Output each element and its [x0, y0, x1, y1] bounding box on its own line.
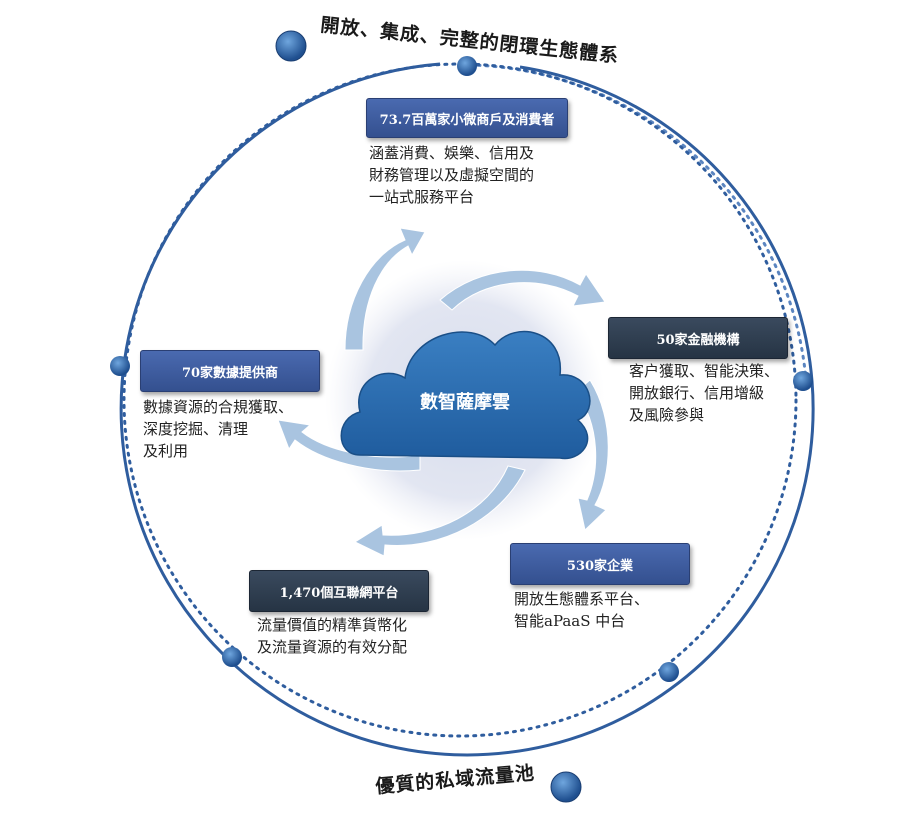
arrow-to-financial: [439, 269, 606, 311]
arrow-to-consumers: [344, 227, 426, 351]
enterprises-node-label: 530家企業: [510, 543, 690, 585]
enterprises-node-desc: 開放生態體系平台、 智能aPaaS 中台: [514, 590, 650, 630]
internet-platforms-node-label: 1,470個互聯網平台: [249, 570, 429, 612]
cloud-shape: [340, 330, 591, 460]
internet-platforms-node-desc: 流量價值的精準貨幣化 及流量資源的有效分配: [257, 616, 408, 656]
title-dot-bottom: [550, 771, 582, 803]
financial-node-desc: 客户獲取、智能決策、 開放銀行、信用增級 及風險參與: [629, 362, 780, 424]
financial-node-label: 50家金融機構: [608, 317, 788, 359]
arrow-to-data: [277, 419, 421, 472]
data-provider-node-desc: 數據資源的合規獲取、 深度挖掘、清理 及利用: [143, 398, 294, 460]
swirl-arrows: [277, 227, 609, 557]
arrow-to-internet: [353, 465, 526, 557]
title-dot-top: [275, 30, 307, 62]
ring-dot-bottom-left: [222, 647, 242, 667]
ring-dot-top: [457, 56, 477, 76]
ring-dot-left: [110, 356, 130, 376]
ring-dot-bottom-right: [659, 662, 679, 682]
consumers-node-desc: 涵蓋消費、娛樂、信用及 財務管理以及虛擬空間的 一站式服務平台: [369, 144, 535, 206]
consumers-node-label: 73.7百萬家小微商戶及消費者: [366, 98, 568, 138]
data-provider-node-label: 70家數據提供商: [140, 350, 320, 392]
center-cloud-label: 數智薩摩雲: [420, 392, 510, 413]
arrow-to-enterprises: [575, 379, 609, 531]
ring-dot-right: [793, 371, 813, 391]
